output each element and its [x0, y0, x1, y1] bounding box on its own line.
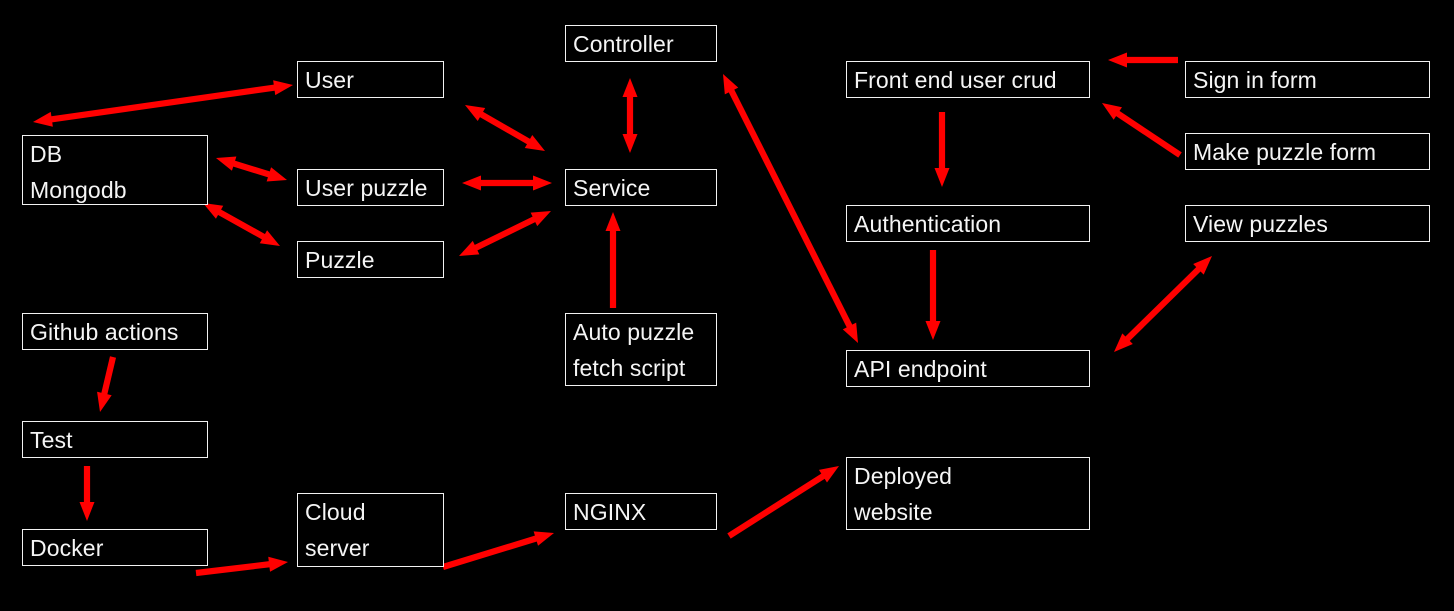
- arrow-db-user: [33, 80, 293, 127]
- arrowhead: [33, 111, 53, 127]
- node-controller: Controller: [565, 25, 717, 62]
- node-nginx: NGINX: [565, 493, 717, 530]
- arrowhead: [842, 322, 858, 343]
- arrowhead: [203, 203, 224, 219]
- arrowhead: [925, 321, 941, 340]
- arrowhead: [97, 391, 112, 412]
- arrowhead: [934, 168, 950, 187]
- arrowhead: [259, 230, 280, 246]
- arrowhead: [723, 74, 739, 95]
- node-cloud_server: Cloud server: [297, 493, 444, 567]
- arrowhead: [818, 466, 839, 483]
- arrowhead: [622, 134, 638, 153]
- node-puzzle: Puzzle: [297, 241, 444, 278]
- arrowhead: [1108, 52, 1127, 68]
- arrowhead: [273, 80, 293, 96]
- arrow-db-puzzle: [203, 203, 280, 246]
- arrowhead: [530, 211, 551, 227]
- arrowhead: [459, 240, 480, 256]
- arrow-test-docker: [79, 466, 95, 521]
- node-sign_in_form: Sign in form: [1185, 61, 1430, 98]
- arrow-controller-api: [723, 74, 858, 343]
- arrow-auth-api: [925, 250, 941, 340]
- arrowhead: [216, 156, 237, 171]
- node-authentication: Authentication: [846, 205, 1090, 242]
- node-deployed: Deployed website: [846, 457, 1090, 530]
- arrowhead: [533, 531, 554, 546]
- arrow-db-user-puzzle: [216, 156, 287, 182]
- arrowhead: [465, 105, 486, 121]
- arrowhead: [533, 175, 552, 191]
- node-view_puzzles: View puzzles: [1185, 205, 1430, 242]
- arrowhead: [268, 556, 288, 572]
- arrowhead: [605, 212, 621, 231]
- arrow-user-puzzle-service: [462, 175, 552, 191]
- arrow-signin-frontend: [1108, 52, 1178, 68]
- arrowhead: [524, 135, 545, 151]
- node-auto_fetch: Auto puzzle fetch script: [565, 313, 717, 386]
- arrowhead: [1102, 103, 1122, 120]
- arrowhead: [266, 167, 287, 182]
- node-user: User: [297, 61, 444, 98]
- node-api_endpoint: API endpoint: [846, 350, 1090, 387]
- arrowhead: [79, 502, 95, 521]
- node-db: DB Mongodb: [22, 135, 208, 205]
- arrow-makepuzzle-frontend: [1102, 103, 1182, 158]
- node-test: Test: [22, 421, 208, 458]
- arrow-docker-cloud: [195, 556, 288, 577]
- arrow-github-test: [97, 356, 117, 412]
- node-make_puzzle: Make puzzle form: [1185, 133, 1430, 170]
- arrow-nginx-deployed: [727, 466, 839, 539]
- node-user_puzzle: User puzzle: [297, 169, 444, 206]
- arrowhead: [462, 175, 481, 191]
- node-service: Service: [565, 169, 717, 206]
- arrow-cloud-nginx: [442, 531, 554, 570]
- arrowhead: [1193, 256, 1212, 275]
- arrowhead: [622, 78, 638, 97]
- arrow-controller-service: [622, 78, 638, 153]
- arrow-auto-fetch-service: [605, 212, 621, 308]
- arrowhead: [1114, 333, 1133, 352]
- node-github_actions: Github actions: [22, 313, 208, 350]
- arrow-viewpuzzles-api: [1114, 256, 1212, 352]
- arrow-puzzle-service: [459, 211, 551, 256]
- arrow-user-service: [465, 105, 545, 151]
- node-docker: Docker: [22, 529, 208, 566]
- node-frontend_crud: Front end user crud: [846, 61, 1090, 98]
- arrow-frontend-auth: [934, 112, 950, 187]
